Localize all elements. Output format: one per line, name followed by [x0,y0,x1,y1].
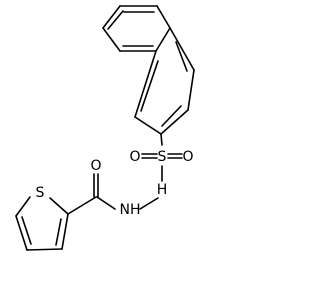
molecule-canvas: S O O H NH O S [15,5,195,251]
bond [160,109,189,135]
hydrazide-nh-upper-label: H [157,182,168,198]
carbonyl-oxygen-label: O [90,158,101,174]
bond [102,27,121,52]
bond [169,27,195,71]
bond [49,197,69,215]
inner-double-bond [140,60,159,112]
carbonyl-group: O [67,158,102,215]
n-c-bond [96,196,116,210]
hydrazide-nh-lower-label: NH [120,202,141,218]
inner-double-bond [161,105,182,127]
thiophene-sulfur-label: S [36,185,45,201]
inner-double-bond [107,10,124,30]
sulfonyl-oxygen-left-label: O [129,149,140,165]
bond [187,69,195,111]
bond [26,248,63,251]
n-n-bond [139,197,159,210]
inner-double-bond [175,41,188,72]
bond [61,213,69,250]
bond [102,5,121,29]
bond [15,215,28,251]
bond [160,133,163,146]
inner-double-bond [21,216,32,245]
bond [15,196,31,217]
hydrazide-linker: H NH [96,182,168,218]
inner-double-bond [55,218,62,246]
c-c-bond [67,196,97,215]
thiophene-ring: S [15,185,69,251]
naphthalene-right-ring [134,27,195,135]
bond [134,50,157,118]
naphthalene-left-ring [102,5,171,52]
bond [155,27,171,52]
bond [134,116,162,135]
sulfonyl-sulfur-label: S [158,149,167,165]
sulfonyl-oxygen-right-label: O [182,149,193,165]
bond [156,5,171,29]
sulfonyl-group: S O O [129,133,194,182]
chemical-structure-diagram: S O O H NH O S [15,5,195,251]
